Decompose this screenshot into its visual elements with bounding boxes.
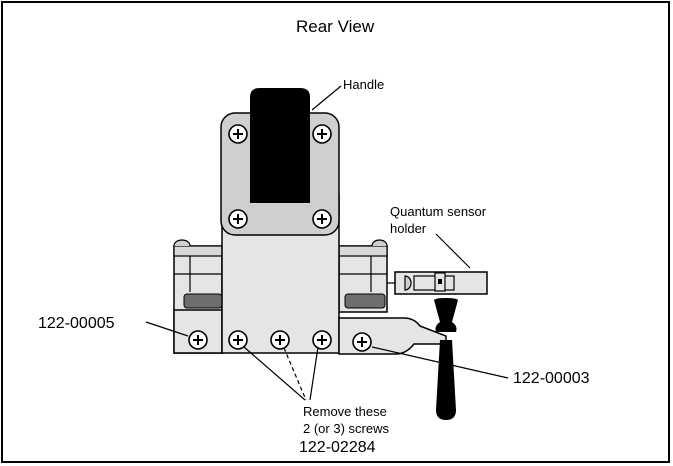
- handle-label: Handle: [343, 77, 385, 92]
- phillips-screw-icon: [312, 124, 332, 144]
- phillips-screw-icon: [228, 209, 248, 229]
- leader-lines: [145, 85, 509, 401]
- phillips-screw-icon: [312, 330, 332, 350]
- quantum-sensor-holder: [387, 271, 488, 295]
- remove-screws-note-line2: 2 (or 3) screws: [303, 421, 389, 436]
- handle: [250, 88, 310, 203]
- part-number-bottom: 122-02284: [299, 439, 376, 456]
- remove-screws-note: Remove these: [303, 404, 387, 419]
- quantum-sensor: [434, 298, 458, 420]
- phillips-screw-icon: [312, 209, 332, 229]
- phillips-screw-icon: [188, 330, 208, 350]
- quantum-sensor-holder-label: Quantum sensor: [390, 204, 487, 219]
- quantum-sensor-holder-label-line2: holder: [390, 221, 427, 236]
- part-number-left: 122-00005: [38, 315, 115, 332]
- part-number-right: 122-00003: [513, 370, 590, 387]
- phillips-screw-icon: [228, 124, 248, 144]
- right-bracket: [338, 239, 388, 313]
- phillips-screw-icon: [352, 332, 372, 352]
- phillips-screw-icon: [270, 330, 290, 350]
- phillips-screw-icon: [228, 330, 248, 350]
- diagram-title: Rear View: [296, 17, 375, 36]
